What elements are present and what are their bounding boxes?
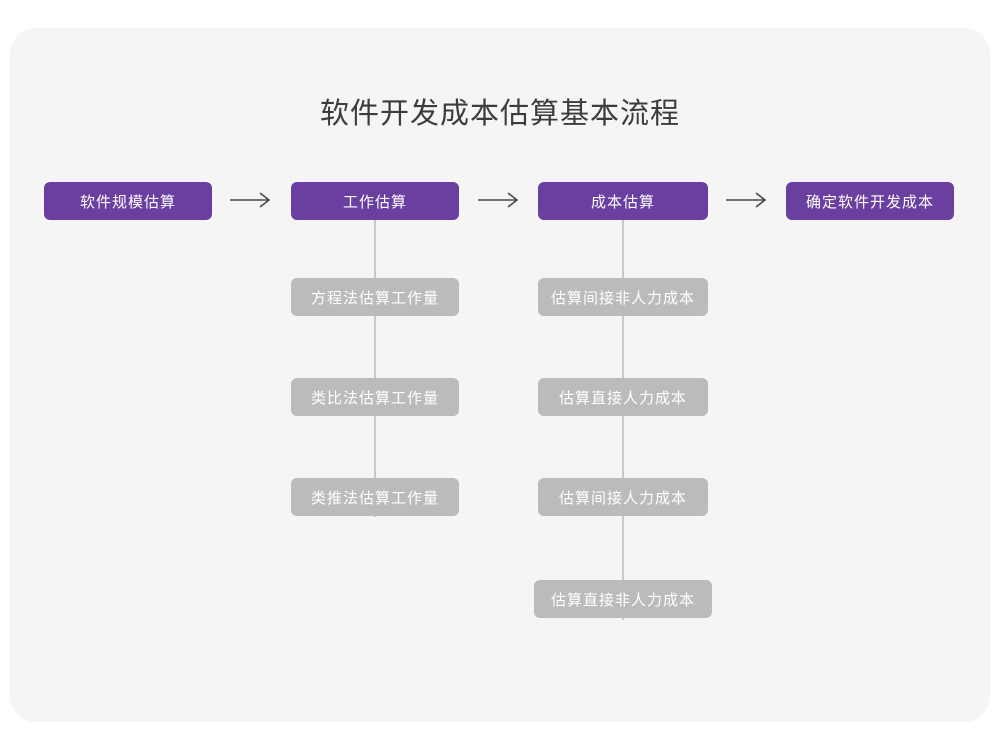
arrow-right-icon-2 bbox=[476, 190, 522, 210]
sub-node-cost-indirect-nonlabor[interactable]: 估算间接非人力成本 bbox=[538, 278, 708, 316]
connector-line-cost-branch bbox=[622, 220, 624, 620]
main-node-cost-estimation[interactable]: 成本估算 bbox=[538, 182, 708, 220]
page-title: 软件开发成本估算基本流程 bbox=[319, 98, 680, 130]
main-node-work-estimation[interactable]: 工作估算 bbox=[291, 182, 459, 220]
main-node-software-scale-estimation[interactable]: 软件规模估算 bbox=[44, 182, 212, 220]
sub-node-work-analogy-method[interactable]: 类比法估算工作量 bbox=[291, 378, 459, 416]
sub-node-cost-direct-labor[interactable]: 估算直接人力成本 bbox=[538, 378, 708, 416]
connector-line-work-branch bbox=[374, 220, 376, 517]
arrow-right-icon-1 bbox=[228, 190, 274, 210]
main-node-determine-development-cost[interactable]: 确定软件开发成本 bbox=[786, 182, 954, 220]
arrow-right-icon-3 bbox=[724, 190, 770, 210]
sub-node-work-equation-method[interactable]: 方程法估算工作量 bbox=[291, 278, 459, 316]
sub-node-work-extrapolation-method[interactable]: 类推法估算工作量 bbox=[291, 478, 459, 516]
diagram-card-background bbox=[10, 28, 990, 722]
sub-node-cost-indirect-labor[interactable]: 估算间接人力成本 bbox=[538, 478, 708, 516]
sub-node-cost-direct-nonlabor[interactable]: 估算直接非人力成本 bbox=[534, 580, 712, 618]
